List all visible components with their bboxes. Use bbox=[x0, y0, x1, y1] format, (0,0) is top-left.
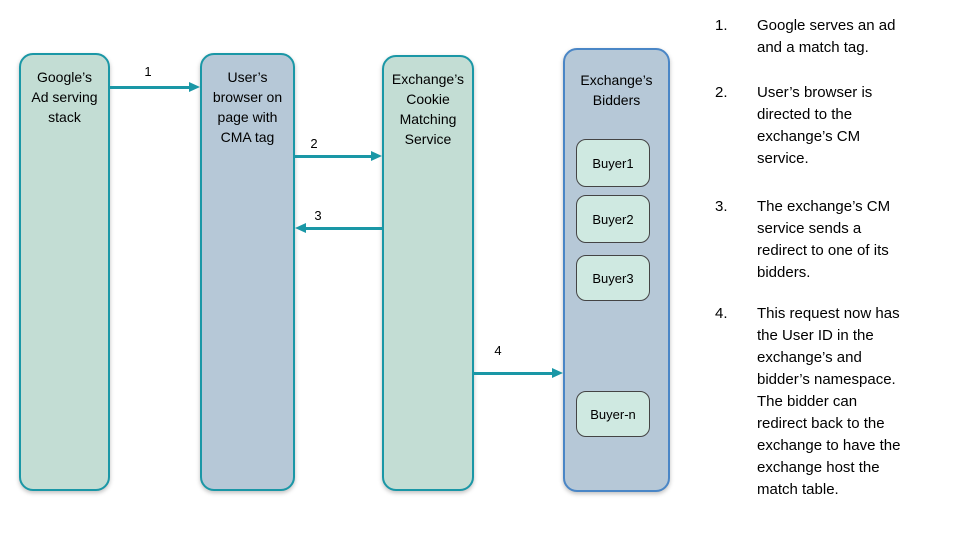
step-text: User’s browser is directed to the exchan… bbox=[757, 84, 873, 167]
arrowhead-right-icon bbox=[189, 82, 200, 92]
step-item-3: 3. The exchange’s CM service sends a red… bbox=[715, 196, 957, 284]
step-text: Google serves an ad and a match tag. bbox=[757, 17, 896, 56]
buyer-box-1: Buyer1 bbox=[576, 139, 650, 187]
node-label-cm-service: Exchange’s Cookie Matching Service bbox=[391, 71, 465, 147]
step-item-4: 4. This request now has the User ID in t… bbox=[715, 303, 957, 501]
arrowhead-left-icon bbox=[295, 223, 306, 233]
arrow-3 bbox=[295, 223, 382, 233]
buyer-box-2: Buyer2 bbox=[576, 195, 650, 243]
arrow-label-2: 2 bbox=[310, 136, 318, 151]
arrow-line bbox=[303, 226, 382, 230]
step-text: The exchange’s CM service sends a redire… bbox=[757, 198, 891, 281]
node-google-ad-stack: Google’s Ad serving stack bbox=[19, 53, 110, 491]
arrowhead-right-icon bbox=[552, 368, 563, 378]
arrow-1 bbox=[110, 82, 200, 92]
arrow-label-3: 3 bbox=[314, 208, 322, 223]
node-label-bidders: Exchange’s Bidders bbox=[580, 72, 653, 108]
step-text: This request now has the User ID in the … bbox=[757, 305, 901, 498]
step-number: 4. bbox=[715, 305, 728, 322]
step-item-2: 2. User’s browser is directed to the exc… bbox=[715, 82, 957, 170]
buyer-box-3: Buyer3 bbox=[576, 255, 650, 301]
arrow-label-4: 4 bbox=[494, 343, 502, 358]
step-number: 1. bbox=[715, 17, 728, 34]
step-number: 3. bbox=[715, 198, 728, 215]
buyer-box-n: Buyer-n bbox=[576, 391, 650, 437]
node-bidders: Exchange’s Bidders Buyer1 Buyer2 Buyer3 … bbox=[563, 48, 670, 492]
step-number: 2. bbox=[715, 84, 728, 101]
node-label-google-ad-stack: Google’s Ad serving stack bbox=[31, 69, 98, 125]
node-label-user-browser: User’s browser on page with CMA tag bbox=[212, 69, 283, 145]
arrow-line bbox=[474, 371, 555, 375]
arrow-line bbox=[295, 154, 374, 158]
arrow-4 bbox=[474, 368, 563, 378]
arrow-2 bbox=[295, 151, 382, 161]
arrow-line bbox=[110, 85, 192, 89]
node-user-browser: User’s browser on page with CMA tag bbox=[200, 53, 295, 491]
step-item-1: 1. Google serves an ad and a match tag. bbox=[715, 15, 957, 59]
arrow-label-1: 1 bbox=[144, 64, 152, 79]
node-cm-service: Exchange’s Cookie Matching Service bbox=[382, 55, 474, 491]
arrowhead-right-icon bbox=[371, 151, 382, 161]
